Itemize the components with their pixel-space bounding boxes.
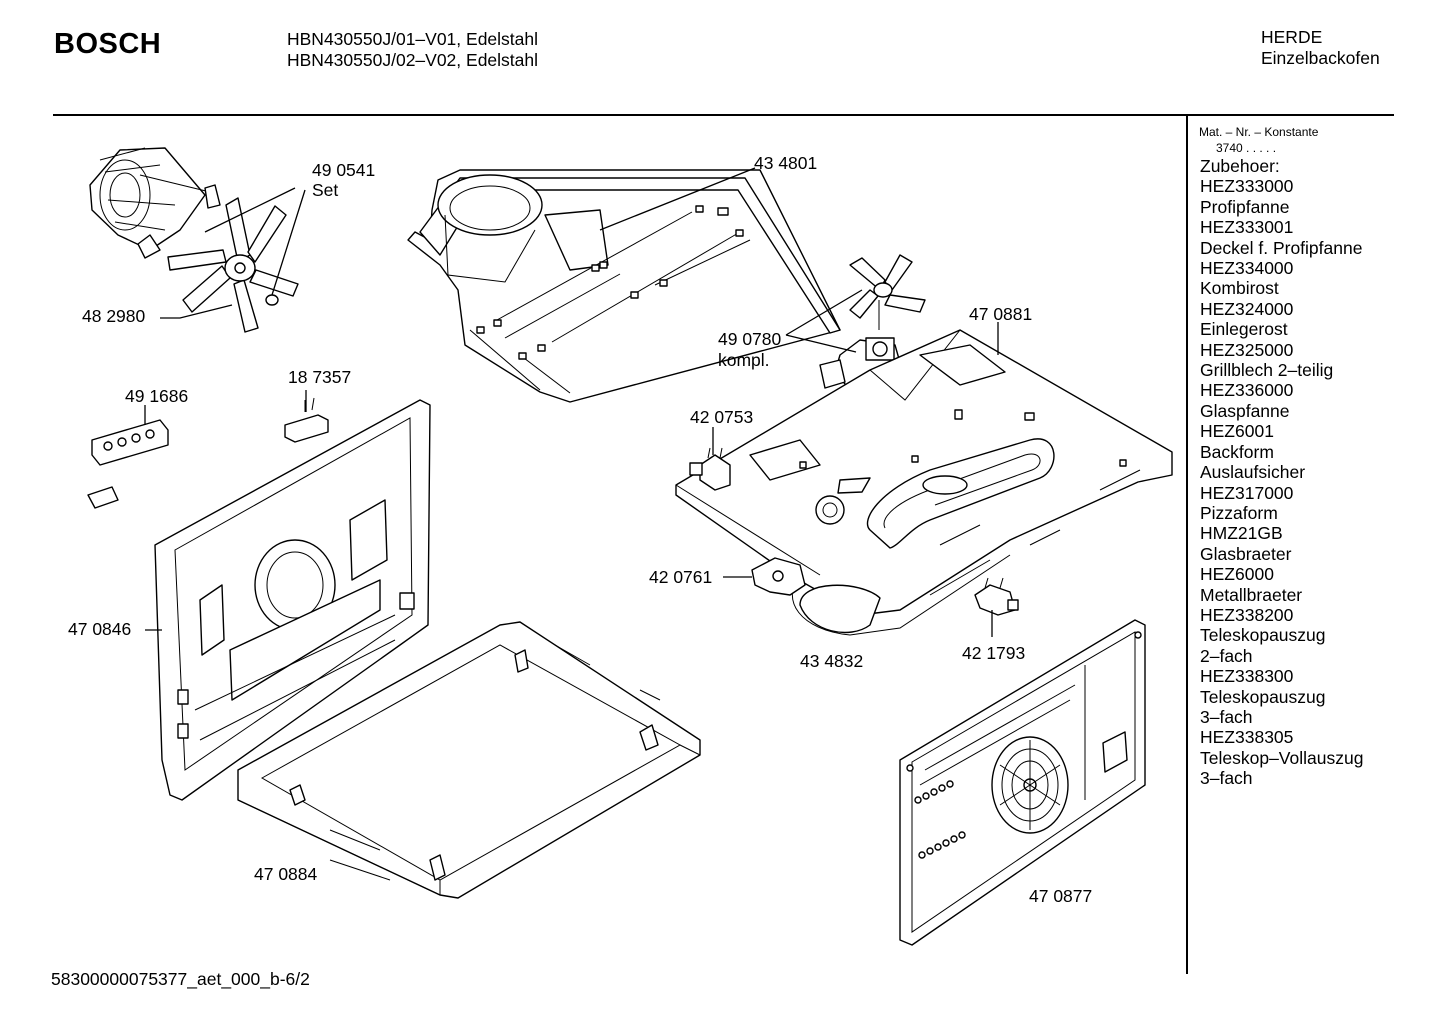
brand-logo: BOSCH: [54, 28, 162, 60]
part-number-470877: 47 0877: [1029, 886, 1092, 906]
list-item: HEZ338200: [1200, 604, 1294, 625]
list-item: HEZ338300: [1200, 666, 1294, 687]
top-air-duct-cover: [407, 169, 841, 403]
accessories-title: Zubehoer:: [1200, 156, 1280, 176]
list-item: HEZ334000: [1200, 258, 1294, 279]
list-item: HEZ333000: [1200, 176, 1294, 197]
list-item: HEZ6000: [1200, 564, 1274, 585]
part-number-421793: 42 1793: [962, 643, 1025, 663]
thermostat-sensor-421793: [974, 577, 1019, 616]
part-number-420761: 42 0761: [649, 567, 712, 587]
list-item: Pizzaform: [1200, 502, 1278, 523]
subcategory-title: Einzelbackofen: [1261, 48, 1380, 68]
header-divider: [53, 114, 1394, 116]
material-number-value: 3740 . . . . .: [1216, 141, 1277, 155]
list-item: Metallbraeter: [1200, 584, 1303, 605]
category-title: HERDE: [1261, 27, 1323, 47]
document-code: 58300000075377_aet_000_b-6/2: [51, 969, 310, 989]
model-line-1: HBN430550J/01–V01, Edelstahl: [287, 29, 539, 49]
convection-fan-motor: [89, 147, 221, 259]
part-number-470881: 47 0881: [969, 304, 1032, 324]
door-switch-187357: [284, 397, 329, 443]
list-item: Einlegerost: [1200, 319, 1288, 340]
part-number-434832: 43 4832: [800, 651, 863, 671]
list-item: 3–fach: [1200, 706, 1253, 727]
part-number-420753: 42 0753: [690, 407, 753, 427]
list-item: Deckel f. Profipfanne: [1200, 237, 1363, 258]
oven-rear-wall: [154, 399, 431, 801]
list-item: Teleskopauszug: [1200, 686, 1326, 707]
material-number-label: Mat. – Nr. – Konstante: [1199, 125, 1319, 139]
oven-top-plate: [675, 329, 1173, 636]
part-note-set: Set: [312, 180, 338, 200]
part-number-187357: 18 7357: [288, 367, 351, 387]
list-item: Profipfanne: [1200, 196, 1290, 217]
list-item: HEZ6001: [1200, 421, 1274, 442]
thermostat-sensor-420753: [689, 447, 731, 491]
list-item: Auslaufsicher: [1200, 462, 1306, 483]
oven-bottom-tray: [237, 621, 701, 899]
fan-blade: [167, 197, 299, 333]
list-item: HEZ325000: [1200, 339, 1294, 360]
list-item: Kombirost: [1200, 278, 1279, 299]
mounting-bracket-420761: [751, 557, 806, 596]
list-item: Backform: [1200, 441, 1274, 462]
accessories-list: Zubehoer: HEZ333000 Profipfanne HEZ33300…: [1200, 156, 1363, 789]
part-number-490541: 49 0541: [312, 160, 375, 180]
part-number-470884: 47 0884: [254, 864, 318, 884]
part-number-490780: 49 0780: [718, 329, 782, 349]
terminal-block-491686: [87, 419, 169, 509]
part-number-434801: 43 4801: [754, 153, 817, 173]
model-line-2: HBN430550J/02–V02, Edelstahl: [287, 50, 539, 70]
list-item: HEZ333001: [1200, 217, 1294, 238]
part-note-kompl: kompl.: [718, 350, 770, 370]
list-item: HEZ336000: [1200, 380, 1294, 401]
list-item: Grillblech 2–teilig: [1200, 360, 1334, 381]
list-item: HEZ338305: [1200, 727, 1294, 748]
sidebar-divider: [1186, 116, 1188, 974]
list-item: HMZ21GB: [1200, 523, 1283, 544]
list-item: Glasbraeter: [1200, 543, 1292, 564]
list-item: Teleskopauszug: [1200, 625, 1326, 646]
oven-inner-front-panel: [899, 619, 1146, 946]
part-number-482980: 48 2980: [82, 306, 146, 326]
list-item: HEZ324000: [1200, 298, 1294, 319]
part-number-470846: 47 0846: [68, 619, 131, 639]
list-item: HEZ317000: [1200, 482, 1294, 503]
part-number-491686: 49 1686: [125, 386, 188, 406]
list-item: 3–fach: [1200, 768, 1253, 789]
list-item: Glaspfanne: [1200, 400, 1290, 421]
list-item: 2–fach: [1200, 645, 1253, 666]
list-item: Teleskop–Vollauszug: [1200, 747, 1364, 768]
